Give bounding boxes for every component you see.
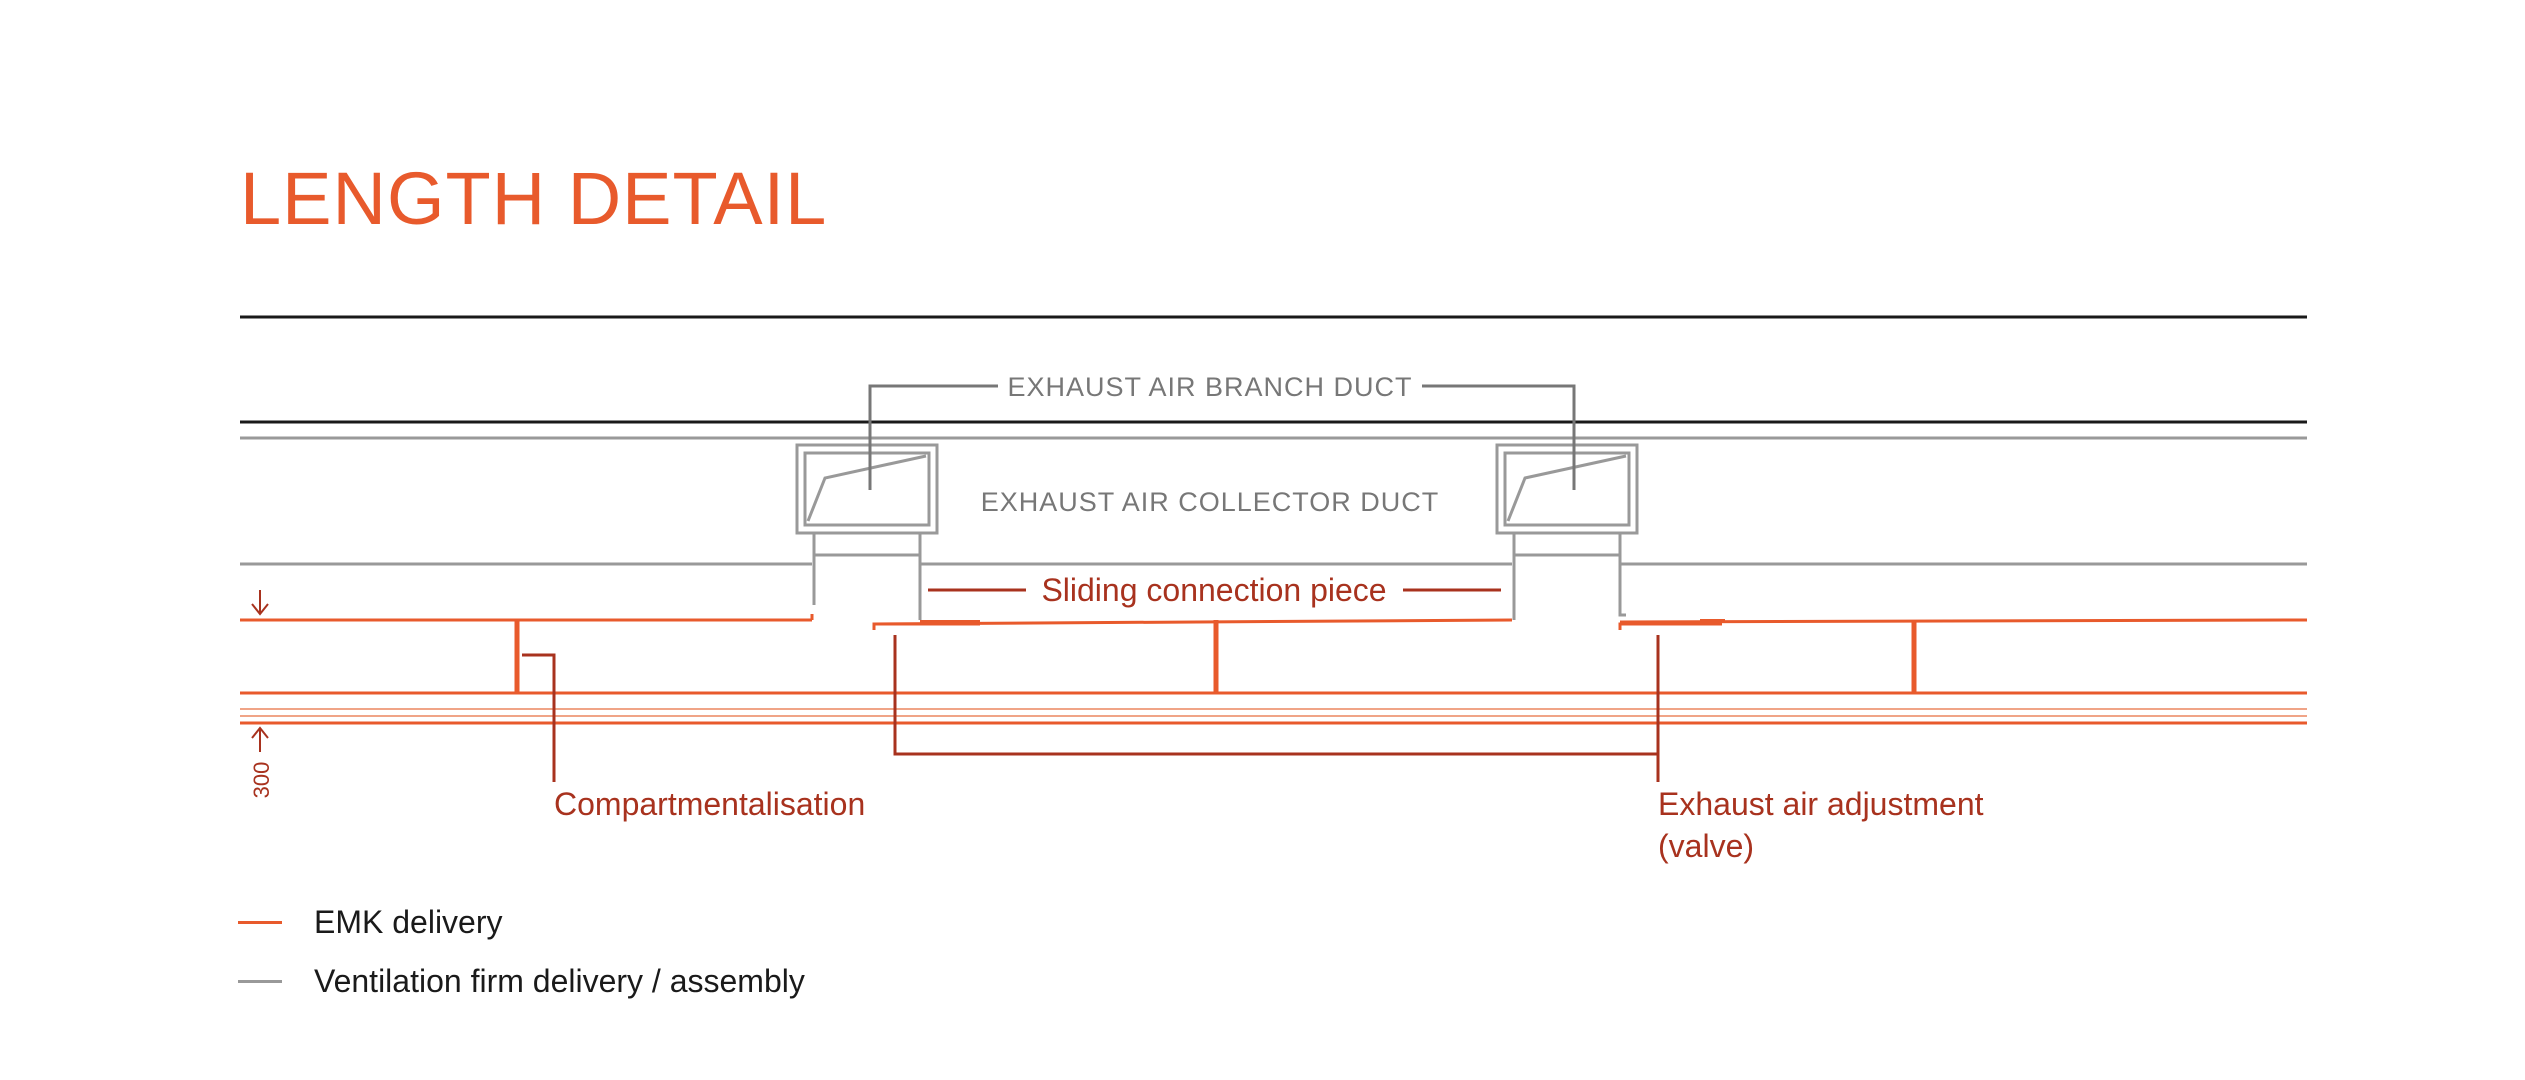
dimension-label: 300 [249, 762, 274, 799]
page-title: LENGTH DETAIL [240, 157, 828, 240]
compartmentalisation-leader [522, 653, 556, 782]
emk-ceiling-system [240, 614, 2308, 725]
valve-label-line1: Exhaust air adjustment [1658, 786, 1984, 822]
branch-duct-leader-left [868, 384, 998, 490]
legend-label-emk: EMK delivery [314, 903, 503, 940]
compartmentalisation-label: Compartmentalisation [554, 786, 865, 822]
legend-swatch-emk [238, 920, 282, 924]
valve-leader [893, 635, 1658, 756]
legend-item-ventilation: Ventilation firm delivery / assembly [238, 959, 805, 1003]
legend-label-ventilation: Ventilation firm delivery / assembly [314, 962, 805, 999]
collector-duct-label: EXHAUST AIR COLLECTOR DUCT [981, 487, 1440, 517]
valve-box-right [1495, 443, 1639, 620]
valve-label-line2: (valve) [1658, 828, 1754, 864]
legend-item-emk: EMK delivery [238, 900, 805, 944]
dimension-marker [251, 590, 269, 752]
sliding-piece-label: Sliding connection piece [1041, 572, 1386, 608]
legend-swatch-ventilation [238, 979, 282, 983]
legend: EMK delivery Ventilation firm delivery /… [238, 900, 805, 1018]
valve-box-left [795, 443, 939, 620]
branch-duct-leader-right [1422, 384, 1576, 490]
branch-duct-label: EXHAUST AIR BRANCH DUCT [1007, 372, 1412, 402]
